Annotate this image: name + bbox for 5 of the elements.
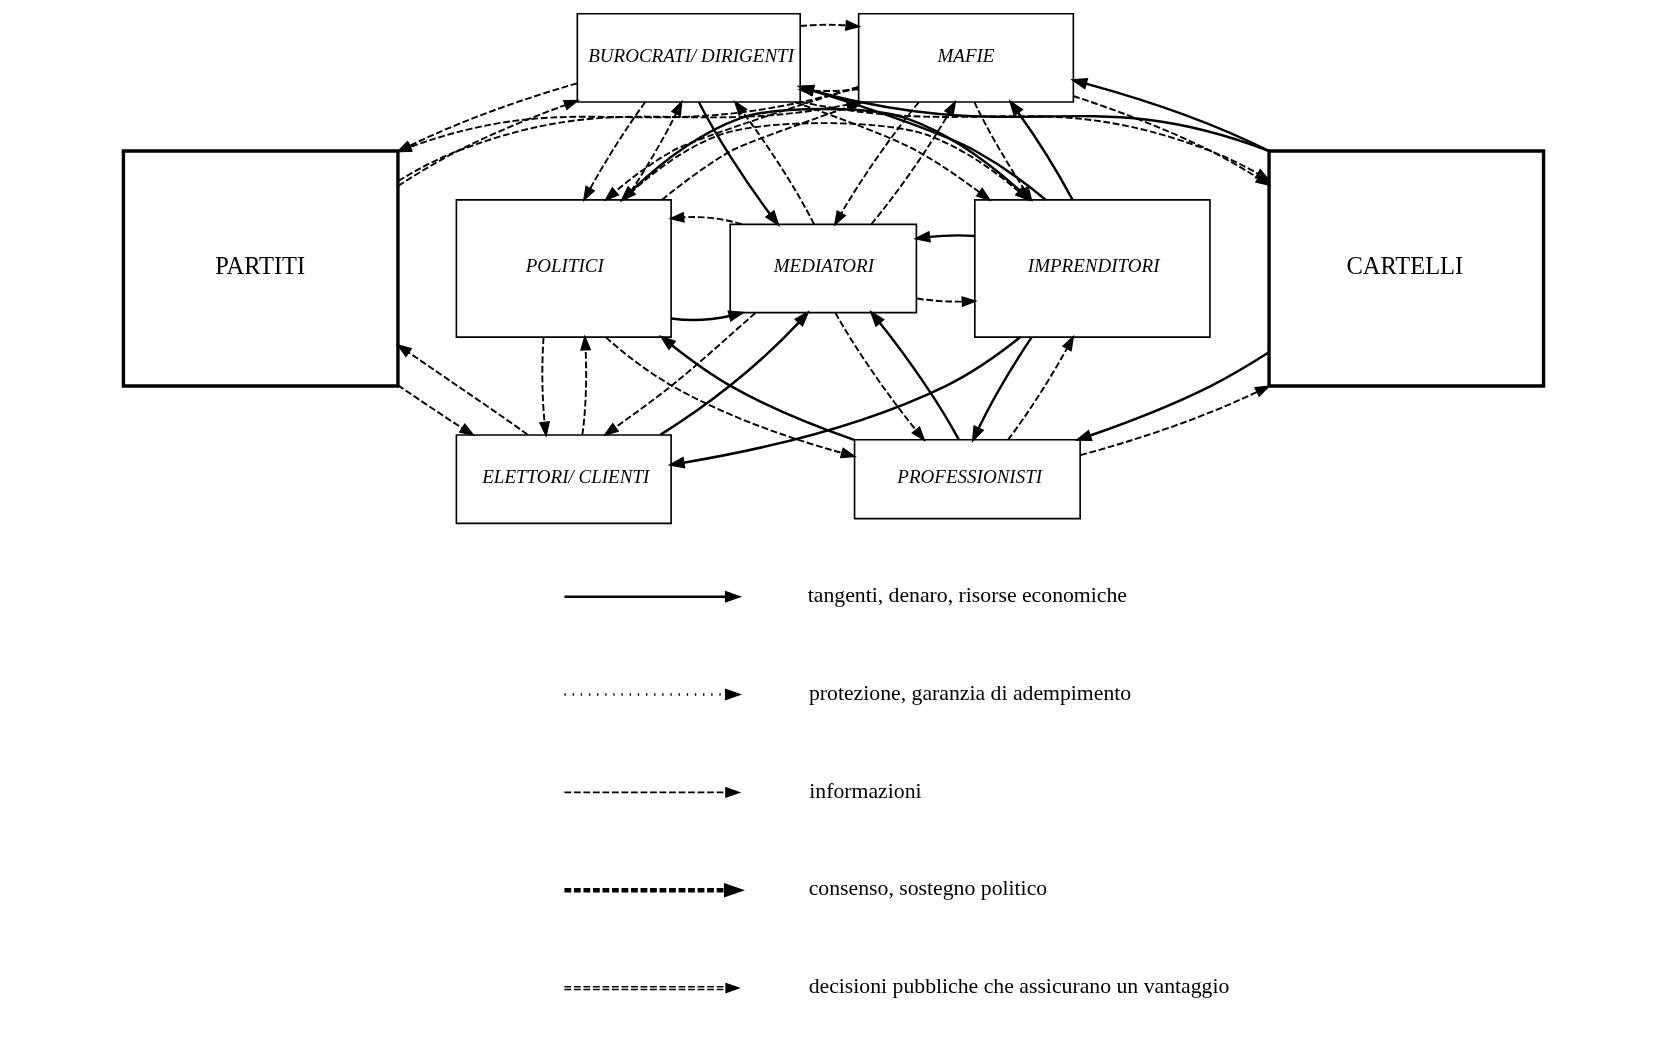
legend-label: protezione, garanzia di adempimento bbox=[808, 680, 1132, 705]
legend-label: tangenti, denaro, risorse economiche bbox=[807, 582, 1127, 607]
legend-label: informazioni bbox=[809, 778, 922, 803]
legend-label: consenso, sostegno politico bbox=[808, 876, 1048, 901]
legend-label: decisioni pubbliche che assicurano un vantaggio bbox=[808, 974, 1230, 999]
